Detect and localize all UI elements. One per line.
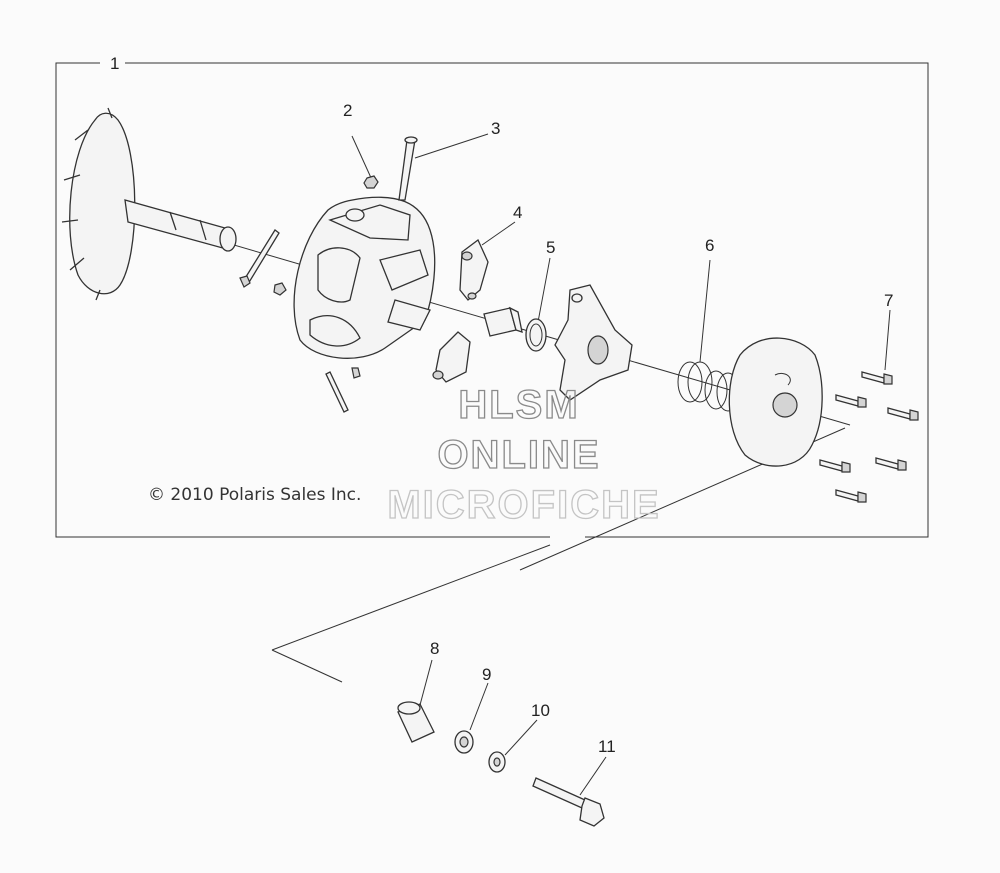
bolt-part-11 <box>532 777 605 827</box>
spider-part <box>554 284 633 401</box>
callout-3: 3 <box>491 119 500 138</box>
spacer-part-8 <box>397 701 435 743</box>
pin-part-3 <box>398 136 418 201</box>
nut-part-2 <box>363 175 379 189</box>
callout-9: 9 <box>482 665 491 684</box>
washer-part-10 <box>488 751 506 773</box>
callout-5: 5 <box>546 238 555 257</box>
callout-8: 8 <box>430 639 439 658</box>
callout-6: 6 <box>705 236 714 255</box>
watermark-line-1: HLSM <box>458 383 579 427</box>
callout-4: 4 <box>513 203 522 222</box>
assembly-frame <box>55 62 929 538</box>
copyright-text: © 2010 Polaris Sales Inc. <box>148 485 361 505</box>
watermark-line-2: ONLINE <box>437 433 600 477</box>
callout-11: 11 <box>598 737 616 756</box>
watermark: HLSM ONLINE MICROFICHE <box>387 382 660 527</box>
callout-7: 7 <box>884 291 893 310</box>
o-ring-part-5 <box>525 318 547 352</box>
spring-part-6 <box>677 361 740 412</box>
moveable-sheave-part <box>293 196 436 359</box>
roller-arm-part-4 <box>432 238 489 383</box>
watermark-line-3: MICROFICHE <box>387 483 660 527</box>
sheave-shaft-part <box>61 107 237 301</box>
bolts-part-7 <box>819 371 919 503</box>
callout-10: 10 <box>531 701 550 720</box>
bolts-left <box>239 229 361 413</box>
bushing-block <box>483 306 523 337</box>
callout-2: 2 <box>343 101 352 120</box>
washer-part-9 <box>454 730 474 754</box>
callout-1: 1 <box>110 54 119 73</box>
cover-plate <box>728 337 823 467</box>
callout-labels: 1 2 3 4 5 6 7 8 9 10 11 <box>110 54 893 756</box>
